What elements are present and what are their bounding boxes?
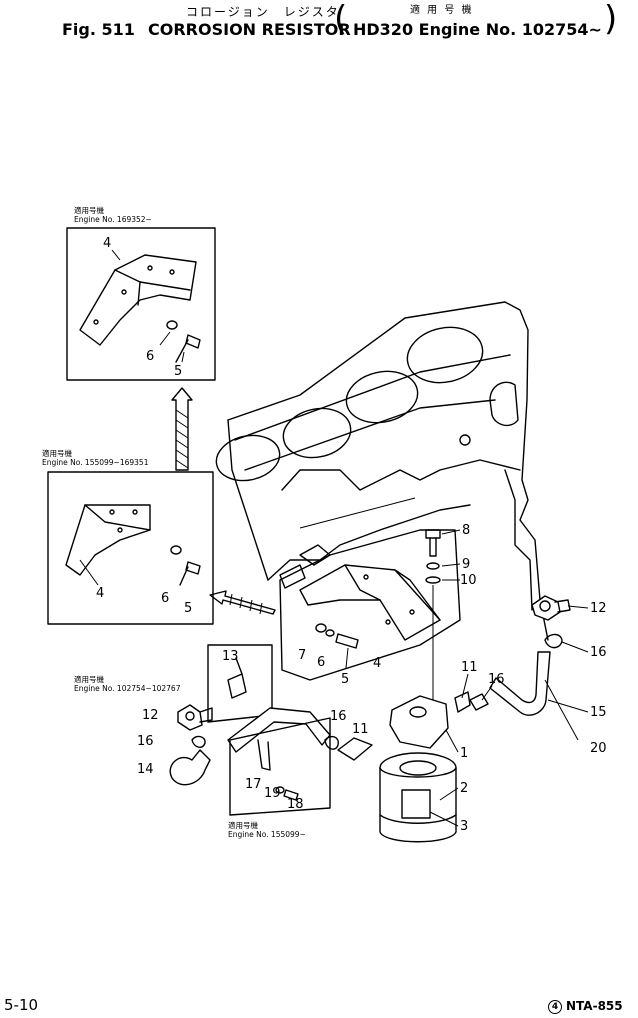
callout-6: 6 [317,655,326,670]
callout-16: 16 [488,672,505,687]
engine-range-title: HD320 Engine No. 102754~ [353,20,602,39]
code-symbol-icon: 4 [548,1000,562,1014]
right-hose-drawing [454,595,579,741]
left-arrow-icon [209,590,276,615]
document-code: NTA-855 [566,999,623,1013]
left-hose-drawing [169,644,373,816]
filter-assembly-drawing [379,695,457,843]
callout-20: 20 [590,741,607,756]
callout-11: 11 [461,660,478,675]
inset-4-jp-label: 適用号機 [228,821,258,830]
inset-4-engine-label: Engine No. 155099~ [228,830,306,839]
main-bracket-drawing [279,529,461,681]
callout-10: 10 [460,573,477,588]
callout-16: 16 [330,709,347,724]
callout-14: 14 [137,762,154,777]
up-arrow-icon [171,387,193,471]
callout-5: 5 [174,364,183,379]
bolt-washer-stack [425,529,441,708]
callout-6: 6 [161,591,170,606]
callout-16: 16 [137,734,154,749]
callout-6: 6 [146,349,155,364]
callout-9: 9 [462,557,471,572]
callout-19: 19 [264,786,281,801]
callout-11: 11 [352,722,369,737]
callout-7: 7 [298,648,307,663]
jp-applicable-label: 適 用 号 機 [410,5,474,16]
callout-2: 2 [460,781,469,796]
callout-leader-lines [429,529,589,827]
inset-3-jp-label: 適用号機 [74,675,104,684]
callout-3: 3 [460,819,469,834]
jp-part-name: コロージョン レジスタ [186,5,340,19]
callout-13: 13 [222,649,239,664]
callout-4: 4 [373,656,382,671]
figure-label: Fig. 511 [62,20,135,39]
callout-18: 18 [287,797,304,812]
open-parenthesis: ( [334,0,348,39]
callout-8: 8 [462,523,471,538]
callout-12: 12 [590,601,607,616]
page-number: 5-10 [4,996,39,1014]
inset-2-engine-label: Engine No. 155099~169351 [42,458,149,467]
callout-15: 15 [590,705,607,720]
inset-1-jp-label: 適用号機 [74,206,104,215]
callout-4: 4 [96,586,105,601]
callout-5: 5 [184,601,193,616]
callout-5: 5 [341,672,350,687]
callout-1: 1 [460,746,469,761]
inset-engine-169352 [66,227,216,381]
callout-16: 16 [590,645,607,660]
callout-12: 12 [142,708,159,723]
callout-17: 17 [245,777,262,792]
inset-3-engine-label: Engine No. 102754~102767 [74,684,181,693]
inset-engine-155099-169351 [47,471,214,625]
callout-4: 4 [103,236,112,251]
close-parenthesis: ) [604,0,618,39]
part-name-title: CORROSION RESISTOR [148,20,351,39]
inset-1-engine-label: Engine No. 169352~ [74,215,152,224]
inset-2-jp-label: 適用号機 [42,449,72,458]
